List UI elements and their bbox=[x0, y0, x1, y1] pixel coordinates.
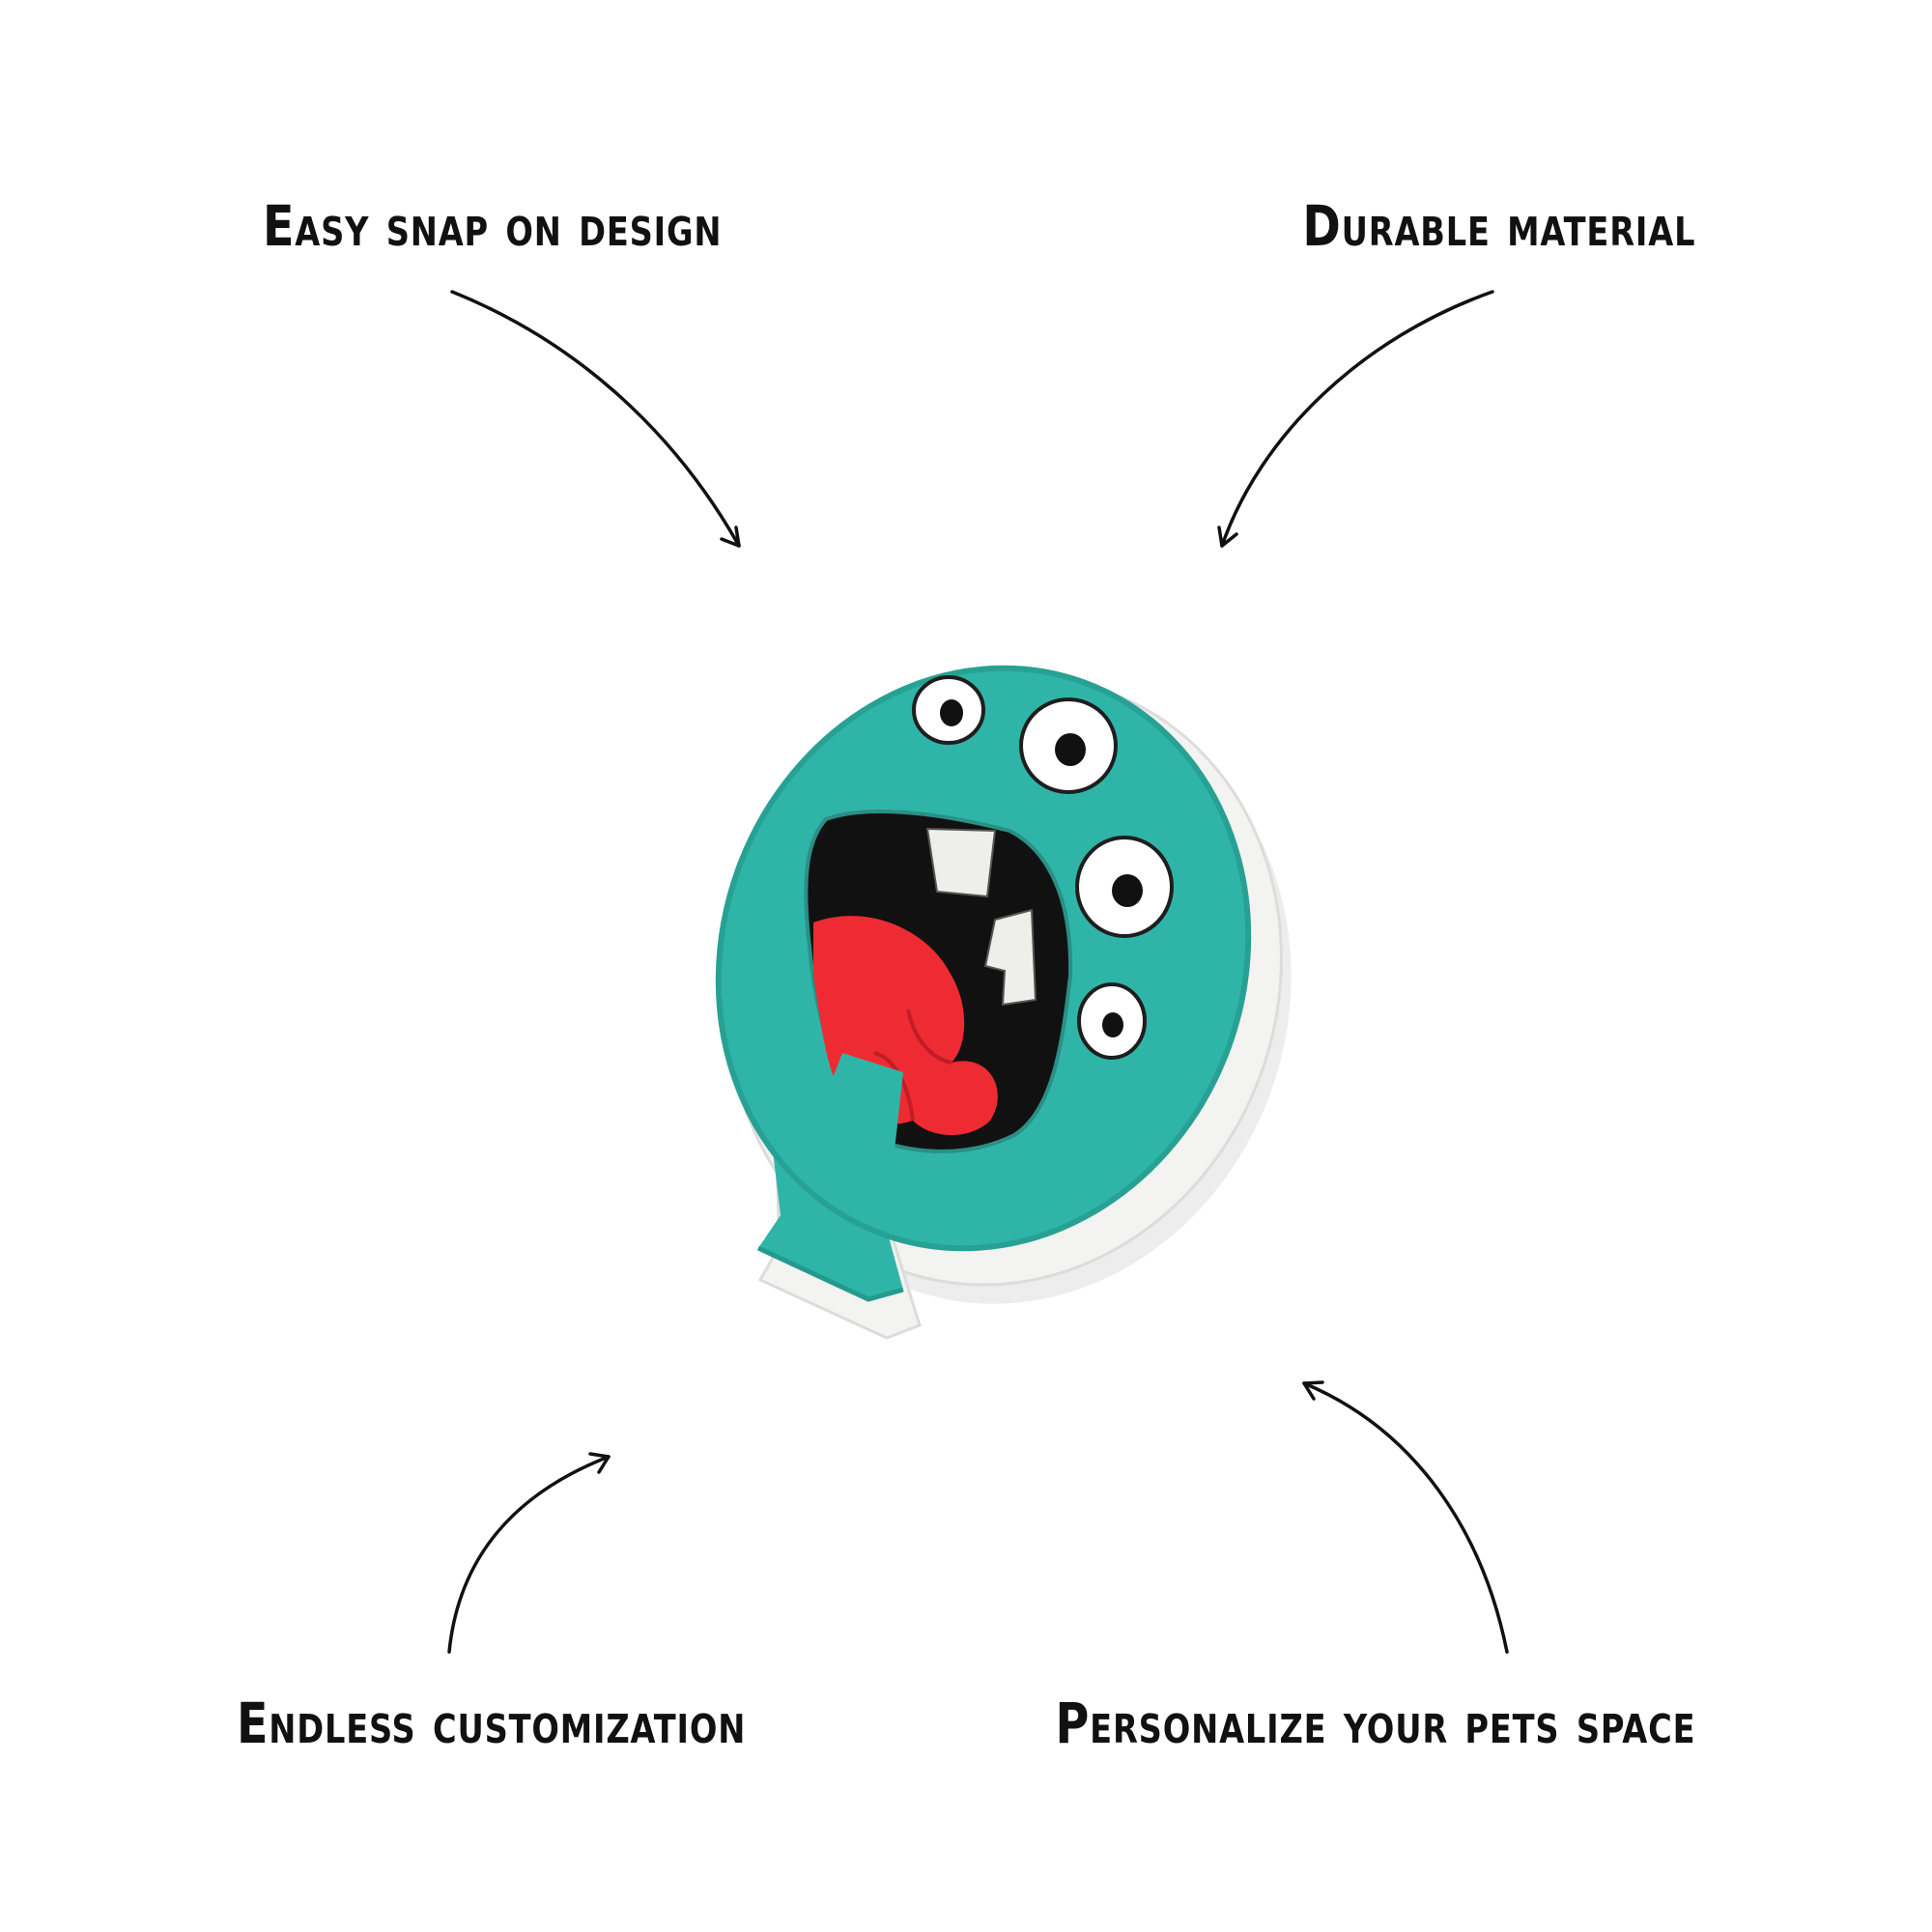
tooth-side-icon bbox=[983, 908, 1037, 1007]
feature-label-easy-snap: Easy snap on design bbox=[263, 193, 723, 259]
arrow-top-right-icon bbox=[1217, 290, 1494, 548]
arrow-bottom-right-icon bbox=[1302, 1380, 1509, 1654]
arrow-top-left-icon bbox=[450, 290, 741, 548]
eye-4-icon bbox=[1077, 982, 1147, 1060]
arrow-bottom-left-icon bbox=[447, 1452, 611, 1654]
eye-2-icon bbox=[1019, 697, 1118, 794]
feature-label-endless-customization: Endless customization bbox=[237, 1690, 747, 1756]
feature-label-durable-material: Durable material bbox=[1302, 193, 1695, 259]
charm-eyes bbox=[912, 675, 1174, 1060]
eye-3-icon bbox=[1075, 836, 1174, 938]
feature-label-personalize: Personalize your pets space bbox=[1055, 1690, 1695, 1756]
eye-1-icon bbox=[912, 675, 985, 745]
tooth-top-icon bbox=[925, 827, 997, 898]
